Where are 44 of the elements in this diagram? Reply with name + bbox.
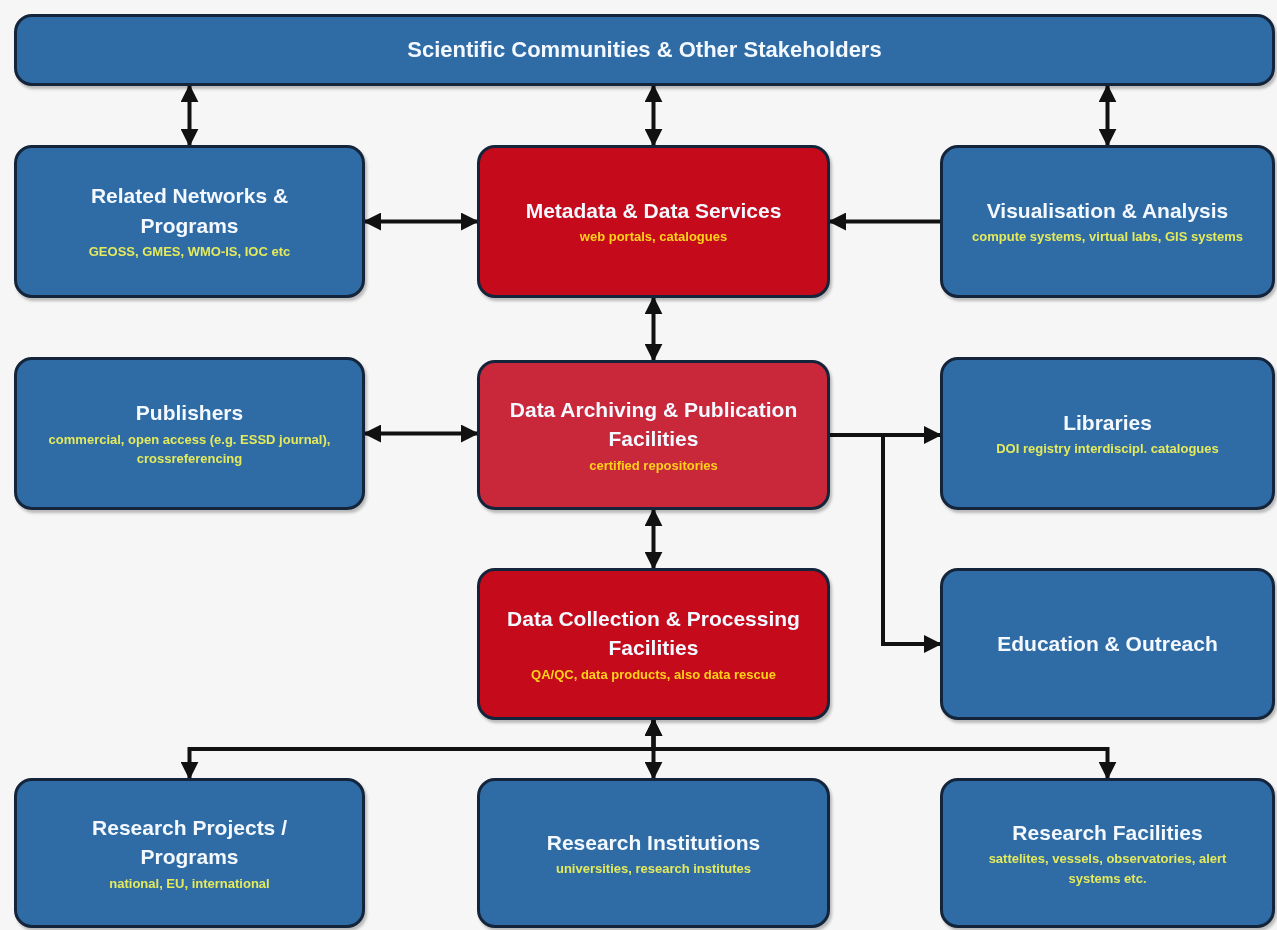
process-box	[477, 778, 830, 928]
process-box	[940, 357, 1275, 510]
box-title: Metadata & Data Services	[525, 198, 782, 225]
box-subtitle: DOI registry interdiscipl. catalogues	[996, 440, 1219, 459]
process-box	[14, 145, 365, 298]
arrow	[644, 508, 663, 570]
box-subtitle: compute systems, virtual labs, GIS systems	[972, 228, 1243, 247]
box-title: Research Institutions	[546, 829, 761, 856]
process-box	[940, 145, 1275, 298]
box-subtitle: national, EU, international	[109, 874, 270, 893]
box-title: Visualisation & Analysis	[986, 198, 1229, 225]
box-title: Education & Outreach	[997, 631, 1218, 658]
box-title: Related Networks & Programs	[89, 183, 290, 239]
process-box	[14, 14, 1275, 86]
box-subtitle: GEOSS, GMES, WMO-IS, IOC etc	[88, 243, 291, 262]
box-title: Publishers	[135, 400, 244, 427]
box-subtitle: commercial, open access (e.g. ESSD journal), crossreferencing	[47, 430, 332, 469]
box-subtitle: web portals, catalogues	[579, 228, 728, 247]
box-title: Research Facilities	[1012, 819, 1203, 846]
process-box	[477, 568, 830, 720]
arrow	[180, 84, 199, 147]
box-title: Data Archiving & Publication Facilities	[508, 396, 799, 453]
box-title: Research Projects / Programs	[91, 814, 288, 871]
process-box	[477, 145, 830, 298]
arrow	[644, 718, 1117, 780]
arrow	[1098, 84, 1117, 147]
arrow	[828, 212, 940, 231]
box-subtitle: universities, research institutes	[555, 859, 752, 878]
process-box	[940, 568, 1275, 720]
process-box	[14, 357, 365, 510]
arrow	[363, 212, 479, 231]
arrow	[644, 84, 663, 147]
process-box	[477, 360, 830, 510]
box-subtitle: QA/QC, data products, also data rescue	[531, 665, 776, 684]
box-title: Libraries	[1063, 410, 1152, 437]
box-title: Data Collection & Processing Facilities	[506, 605, 801, 662]
arrow	[830, 433, 942, 653]
process-box	[14, 778, 365, 928]
box-subtitle: certified repositories	[589, 456, 718, 475]
process-box	[940, 778, 1275, 928]
arrow	[644, 296, 663, 362]
box-title: Scientific Communities & Other Stakeholders	[407, 35, 882, 64]
box-subtitle: sattelites, vessels, observatories, alert systems etc.	[987, 850, 1228, 888]
arrow	[363, 424, 479, 443]
